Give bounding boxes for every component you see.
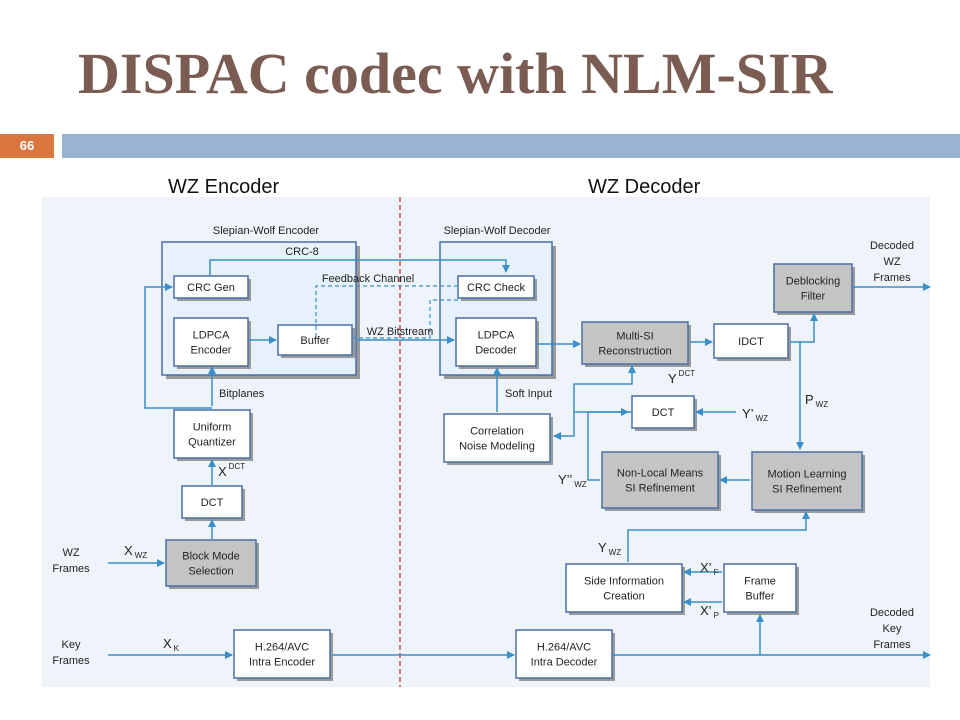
svg-text:WZ: WZ xyxy=(883,256,900,268)
svg-text:Decoded: Decoded xyxy=(870,607,914,619)
frame-buffer-block-label: Buffer xyxy=(745,591,774,603)
ldpca-decoder-block-label: LDPCA xyxy=(478,330,515,342)
bitplanes-label: Bitplanes xyxy=(219,388,265,400)
idct-block-label: IDCT xyxy=(738,336,764,348)
ldpca-encoder-block: LDPCA Encoder xyxy=(173,317,251,369)
buffer-block: Buffer xyxy=(277,324,355,358)
flow-labels: CRC-8 Feedback Channel WZ Bitstream Bitp… xyxy=(52,240,914,667)
svg-text:Key: Key xyxy=(883,623,902,635)
decoder-dct-block: DCT xyxy=(631,395,697,431)
correlation-noise-modeling-block-label: Correlation xyxy=(470,426,524,438)
nlm-si-refinement-block-label: SI Refinement xyxy=(625,483,695,495)
h264-intra-encoder-block-label: H.264/AVC xyxy=(255,642,309,654)
crc-check-block-label: CRC Check xyxy=(467,282,526,294)
ldpca-encoder-block-label: Encoder xyxy=(191,345,232,357)
multi-si-reconstruction-block-label: Reconstruction xyxy=(598,346,671,358)
buffer-block-label: Buffer xyxy=(300,335,329,347)
frame-buffer-block-label: Frame xyxy=(744,576,776,588)
x-prime-f-symbol: X’F xyxy=(700,560,719,577)
nlm-si-refinement-block: Non-Local Means SI Refinement xyxy=(601,451,721,511)
wz-frames-label: WZ Frames xyxy=(52,547,90,575)
side-information-creation-block-label: Creation xyxy=(603,591,645,603)
crc-gen-block: CRC Gen xyxy=(173,275,251,301)
sw-decoder-label: Slepian-Wolf Decoder xyxy=(444,225,551,237)
svg-text:Frames: Frames xyxy=(873,272,911,284)
y-prime-wz-symbol: Y’WZ xyxy=(742,406,768,423)
nlm-si-refinement-block-label: Non-Local Means xyxy=(617,468,704,480)
encoder-dct-block-label: DCT xyxy=(201,497,224,509)
ldpca-decoder-block-label: Decoder xyxy=(475,345,517,357)
side-information-creation-block-label: Side Information xyxy=(584,576,664,588)
multi-si-reconstruction-block: Multi-SI Reconstruction xyxy=(581,321,691,367)
connectors xyxy=(108,259,931,659)
svg-text:Frames: Frames xyxy=(52,655,90,667)
svg-text:WZ: WZ xyxy=(62,547,79,559)
slide-number: 66 xyxy=(0,134,54,158)
crc-gen-block-label: CRC Gen xyxy=(187,282,235,294)
h264-intra-decoder-block-label: Intra Decoder xyxy=(531,657,598,669)
soft-input-label: Soft Input xyxy=(505,388,552,400)
motion-learning-si-refinement-block-label: SI Refinement xyxy=(772,484,842,496)
page-title: DISPAC codec with NLM-SIR xyxy=(78,41,833,106)
deblocking-filter-block-label: Deblocking xyxy=(786,276,840,288)
svg-text:Frames: Frames xyxy=(52,563,90,575)
svg-text:Key: Key xyxy=(62,639,81,651)
sw-encoder-label: Slepian-Wolf Encoder xyxy=(213,225,320,237)
key-frames-label: Key Frames xyxy=(52,639,90,667)
h264-intra-decoder-block: H.264/AVC Intra Decoder xyxy=(515,629,615,681)
svg-text:Frames: Frames xyxy=(873,639,911,651)
decoded-key-frames-label: Decoded Key Frames xyxy=(870,607,914,651)
uniform-quantizer-block-label: Uniform xyxy=(193,422,232,434)
crc8-label: CRC-8 xyxy=(285,246,319,258)
decoder-dct-block-label: DCT xyxy=(652,407,675,419)
deblocking-filter-block-label: Filter xyxy=(801,291,826,303)
feedback-channel-label: Feedback Channel xyxy=(322,273,414,285)
ldpca-decoder-block: LDPCA Decoder xyxy=(455,317,539,369)
wz-decoder-heading: WZ Decoder xyxy=(588,176,701,198)
h264-intra-encoder-block: H.264/AVC Intra Encoder xyxy=(233,629,333,681)
crc-check-block: CRC Check xyxy=(457,275,537,301)
motion-learning-si-refinement-block: Motion Learning SI Refinement xyxy=(751,451,865,513)
multi-si-reconstruction-block-label: Multi-SI xyxy=(616,331,653,343)
h264-intra-encoder-block-label: Intra Encoder xyxy=(249,657,315,669)
wz-bitstream-label: WZ Bitstream xyxy=(367,326,434,338)
decoded-wz-frames-label: Decoded WZ Frames xyxy=(870,240,914,284)
h264-intra-decoder-block-label: H.264/AVC xyxy=(537,642,591,654)
motion-learning-si-refinement-block-label: Motion Learning xyxy=(768,469,847,481)
x-prime-p-symbol: X’P xyxy=(700,603,719,620)
ldpca-encoder-block-label: LDPCA xyxy=(193,330,230,342)
wz-encoder-heading: WZ Encoder xyxy=(168,176,280,198)
uniform-quantizer-block-label: Quantizer xyxy=(188,437,236,449)
block-mode-selection-block-label: Selection xyxy=(188,566,233,578)
idct-block: IDCT xyxy=(713,323,791,361)
y-double-prime-wz-symbol: Y’’WZ xyxy=(558,472,587,489)
encoder-dct-block: DCT xyxy=(181,485,245,521)
title-divider-bar xyxy=(62,134,960,158)
svg-text:Decoded: Decoded xyxy=(870,240,914,252)
block-mode-selection-block-label: Block Mode xyxy=(182,551,239,563)
correlation-noise-modeling-block-label: Noise Modeling xyxy=(459,441,535,453)
